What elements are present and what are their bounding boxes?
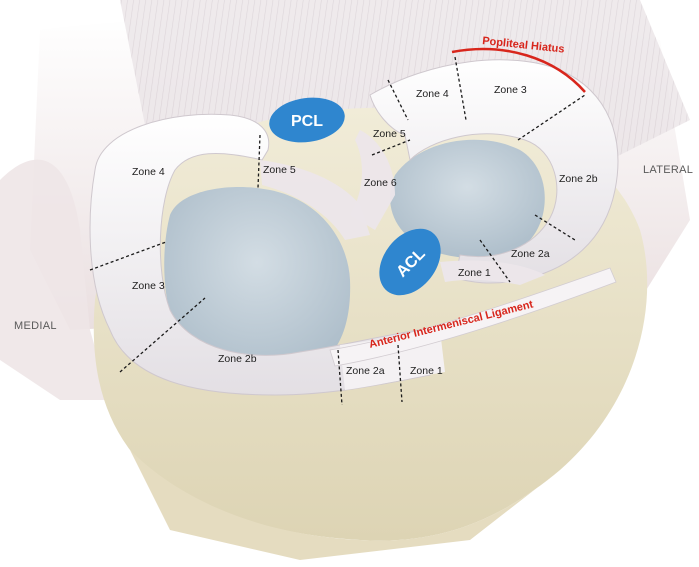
lateral-zone-4-label: Zone 4 (416, 88, 449, 100)
lateral-zone-2b-label: Zone 2b (559, 173, 598, 185)
medial-zone-2b-label: Zone 2b (218, 353, 257, 365)
lateral-zone-2a-label: Zone 2a (511, 248, 550, 260)
medial-zone-5-label: Zone 5 (263, 164, 296, 176)
medial-zone-1-label: Zone 1 (410, 365, 443, 377)
medial-label: MEDIAL (14, 320, 57, 332)
lateral-zone-3-label: Zone 3 (494, 84, 527, 96)
lateral-zone-5-label: Zone 5 (373, 128, 406, 140)
medial-zone-3-label: Zone 3 (132, 280, 165, 292)
lateral-zone-6-label: Zone 6 (364, 177, 397, 189)
medial-zone-4-label: Zone 4 (132, 166, 165, 178)
pcl-label: PCL (291, 113, 323, 130)
lateral-label: LATERAL (643, 164, 693, 176)
medial-zone-2a-label: Zone 2a (346, 365, 385, 377)
lateral-zone-1-label: Zone 1 (458, 267, 491, 279)
